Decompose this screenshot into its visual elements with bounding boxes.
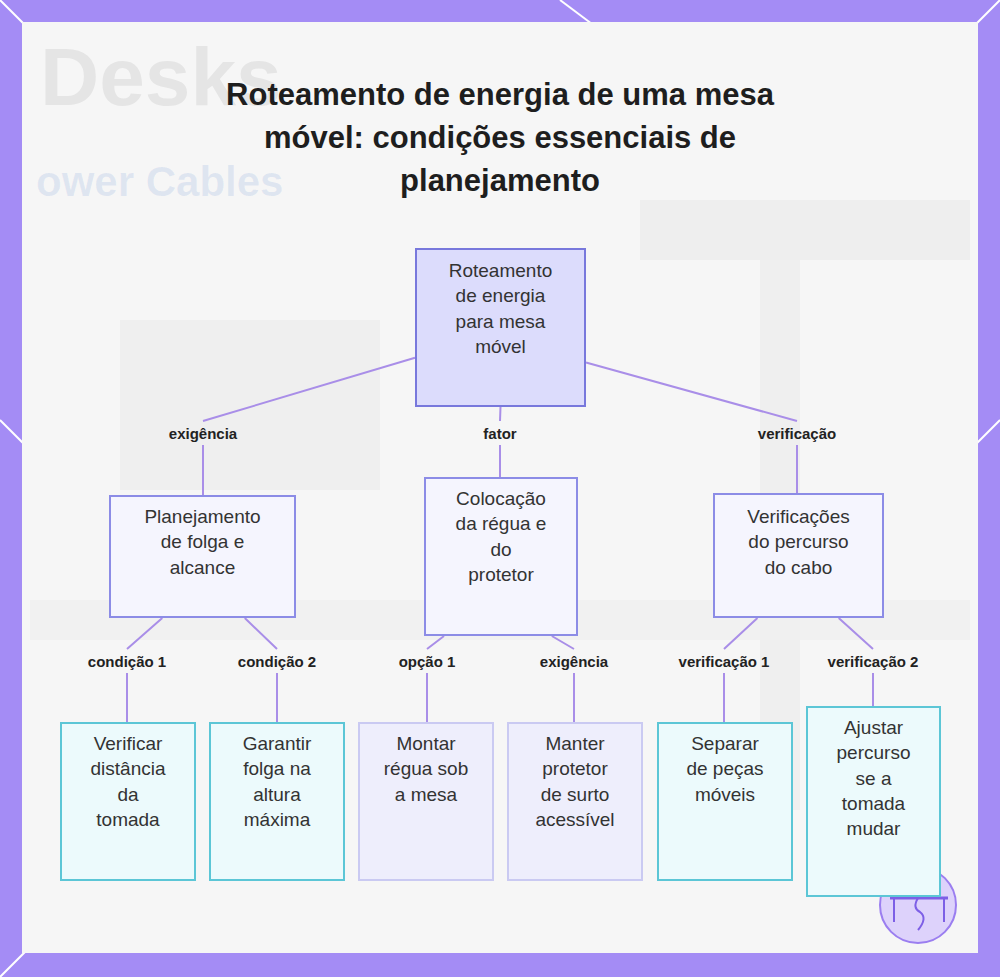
icon-cable [915,898,923,930]
white-panel [22,22,978,953]
faded-monitor [120,320,380,490]
connector-line [552,636,574,722]
concept-box: Montar régua sob a mesa [358,722,494,881]
faded-desk-top [640,200,970,260]
edge-label: condição 2 [238,653,316,670]
edge-label: opção 1 [399,653,456,670]
edge-label: fator [483,425,516,442]
icon-leg [893,898,895,922]
connector-line [724,618,757,722]
edge-label: exigência [540,653,608,670]
box-text: Separar de peças móveis [681,731,769,807]
box-text: Verificar distância da tomada [84,731,172,832]
concept-box: Garantir folga na altura máxima [209,722,345,881]
box-text: Ajustar percurso se a tomada mudar [830,715,918,841]
connector-line [499,407,502,477]
edge-label: exigência [169,425,237,442]
concept-box: Verificações do percurso do cabo [713,493,884,618]
concept-box: Ajustar percurso se a tomada mudar [806,706,941,897]
watermark-text: ower Cables [36,158,283,206]
box-text: Colocação da régua e do protetor [455,486,546,587]
connector-line [245,618,277,722]
root-box: Roteamento de energia para mesa móvel [415,248,586,407]
concept-box: Manter protetor de surto acessível [507,722,643,881]
diagram-title: Roteamento de energia de uma mesa móvel:… [180,73,820,202]
concept-box: Verificar distância da tomada [60,722,196,881]
edge-label: verificação 2 [828,653,919,670]
box-text: Manter protetor de surto acessível [531,731,619,832]
concept-box: Colocação da régua e do protetor [424,477,578,636]
edge-label: verificação 1 [679,653,770,670]
concept-box: Planejamento de folga e alcance [109,495,296,618]
edge-label: verificação [758,425,836,442]
box-text: Roteamento de energia para mesa móvel [441,258,561,359]
connector-line [427,636,444,722]
edge-label: condição 1 [88,653,166,670]
concept-box: Separar de peças móveis [657,722,793,881]
box-text: Verificações do percurso do cabo [741,504,856,580]
connector-line [127,618,162,722]
box-text: Garantir folga na altura máxima [233,731,321,832]
box-text: Planejamento de folga e alcance [135,504,270,580]
icon-leg [943,898,945,922]
box-text: Montar régua sob a mesa [382,731,470,807]
